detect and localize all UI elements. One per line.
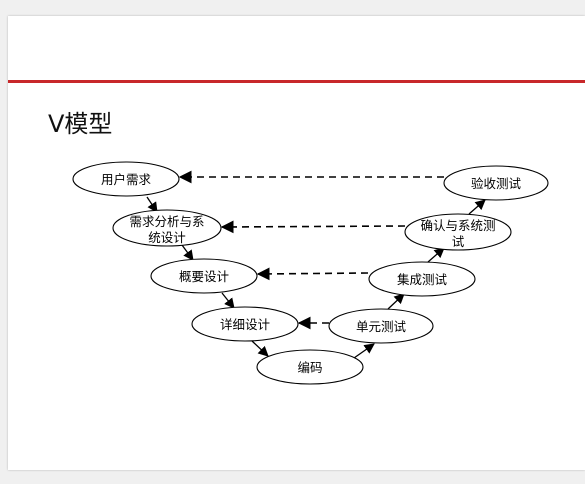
arrow-requirements-to-system-design [146,196,158,213]
node-unit-test-label: 单元测试 [356,319,407,334]
arrow-coding-to-unit-test [353,343,375,359]
node-system-design-label-line1: 需求分析与系 [129,214,204,229]
flow-arrows [146,196,486,359]
node-system-test-label-line1: 确认与系统测 [420,218,495,233]
node-outline-design: 概要设计 [150,258,258,294]
node-unit-test: 单元测试 [328,308,434,344]
node-requirements: 用户需求 [72,161,180,197]
node-acceptance-test: 验收测试 [443,165,549,201]
node-system-design: 需求分析与系 统设计 [112,209,222,247]
node-system-design-label-line2: 统设计 [148,230,186,245]
node-requirements-label: 用户需求 [101,172,152,187]
title-divider-line [8,80,585,83]
node-outline-design-label: 概要设计 [179,269,229,284]
arrow-system-test-to-acceptance-test [468,199,486,215]
node-detail-design: 详细设计 [191,306,299,342]
node-integration-test-label: 集成测试 [397,272,448,287]
dashed-arrow-system-test-to-system-design [220,220,406,234]
dashed-arrow-integration-to-outline-design [256,267,369,281]
node-system-test-label-line2: 试 [452,234,465,249]
node-integration-test: 集成测试 [368,261,476,297]
node-detail-design-label: 详细设计 [220,317,270,332]
node-acceptance-test-label: 验收测试 [471,176,522,191]
node-system-test: 确认与系统测 试 [404,213,512,251]
node-coding-label: 编码 [297,360,322,375]
arrow-unit-test-to-integration-test [387,293,405,310]
arrow-detail-design-to-coding [251,340,269,357]
arrow-system-design-to-outline-design [181,244,194,261]
arrow-outline-design-to-detail-design [221,292,235,309]
slide-title: V模型 [48,110,113,138]
arrow-integration-test-to-system-test [427,247,445,263]
verification-arrows [178,170,444,330]
node-coding: 编码 [256,349,364,385]
